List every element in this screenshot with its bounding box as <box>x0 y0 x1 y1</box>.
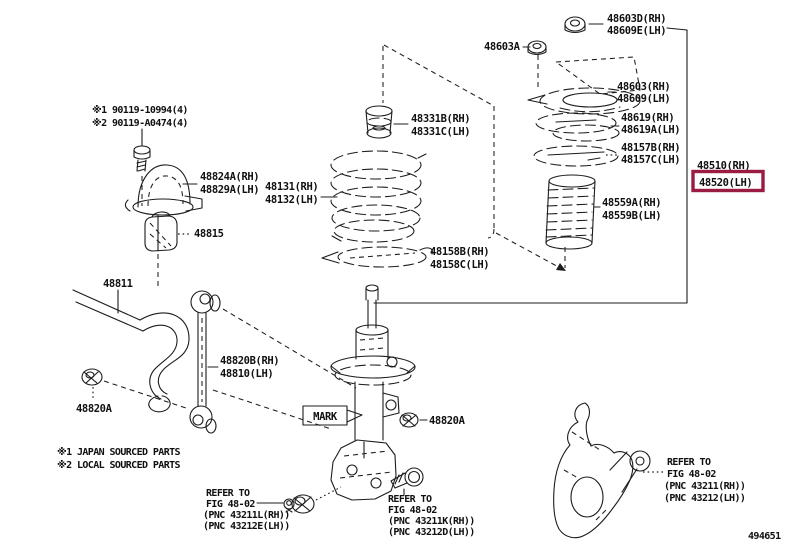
part-label-48131[interactable]: 48131(RH) <box>265 181 319 193</box>
bracket-bolt-drawing <box>133 128 151 206</box>
support-nut-drawing <box>564 16 586 34</box>
part-label-48510[interactable]: 48510(RH) <box>697 160 751 172</box>
part-label-48619[interactable]: 48619(RH) <box>621 112 675 124</box>
lower-insulator-drawing <box>321 246 433 268</box>
bolt-spec-note-2: ※2 90119-A0474(4) <box>92 117 188 129</box>
refer-left-bolt-drawing <box>283 498 295 513</box>
dust-boot-drawing <box>545 174 596 250</box>
part-label-48520[interactable]: 48520(LH) <box>699 177 753 189</box>
part-label-48158c[interactable]: 48158C(LH) <box>430 259 490 271</box>
refer-left-line2: FIG 48-02 <box>206 499 255 510</box>
stabilizer-bush-drawing <box>144 211 178 290</box>
footnote-local-sourced: ※2 LOCAL SOURCED PARTS <box>57 459 181 471</box>
part-label-48609[interactable]: 48609(LH) <box>617 93 671 105</box>
link-lower-assembly-dash <box>212 389 332 430</box>
refer-left-line1: REFER TO <box>206 488 250 499</box>
coil-spring-drawing <box>330 150 427 243</box>
strut-drawing <box>330 284 416 501</box>
bumper-drawing <box>365 105 393 139</box>
knuckle-drawing <box>553 402 651 539</box>
part-label-48820b[interactable]: 48820B(RH) <box>220 355 280 367</box>
part-label-48810[interactable]: 48810(LH) <box>220 368 274 380</box>
part-label-48603a[interactable]: 48603A <box>484 41 521 53</box>
refer-right-line2: FIG 48-02 <box>667 469 716 480</box>
refer-right-line1: REFER TO <box>667 457 711 468</box>
stabilizer-link-drawing <box>189 290 221 434</box>
nut-assembly-dash <box>103 380 190 410</box>
refer-right-line3: (PNC 43211(RH)) <box>664 481 745 492</box>
refer-center-line3: (PNC 43211K(RH)) <box>388 516 475 527</box>
part-label-48820a-left[interactable]: 48820A <box>76 403 113 415</box>
bearing-drawing <box>535 112 620 142</box>
link-nut-mid-drawing <box>399 412 419 428</box>
part-label-48331c[interactable]: 48331C(LH) <box>411 126 471 138</box>
part-label-48559b[interactable]: 48559B(LH) <box>602 210 662 222</box>
highlight-box-48520 <box>691 169 765 193</box>
stabilizer-bar-drawing <box>72 289 190 413</box>
refer-left-line3: (PNC 43211L(RH)) <box>203 510 290 521</box>
link-nut-left-drawing <box>81 368 103 386</box>
part-label-48157c[interactable]: 48157C(LH) <box>621 154 681 166</box>
refer-center-line1: REFER TO <box>388 494 432 505</box>
part-label-48811[interactable]: 48811 <box>103 278 133 290</box>
footnote-japan-sourced: ※1 JAPAN SOURCED PARTS <box>57 446 181 458</box>
part-label-48132[interactable]: 48132(LH) <box>265 194 319 206</box>
part-label-48829a[interactable]: 48829A(LH) <box>200 184 260 196</box>
mark-tag: MARK <box>302 405 363 426</box>
part-label-48824a[interactable]: 48824A(RH) <box>200 171 260 183</box>
part-label-48157b[interactable]: 48157B(RH) <box>621 142 681 154</box>
part-label-48609e[interactable]: 48609E(LH) <box>607 25 667 37</box>
refer-right-line4: (PNC 43212(LH)) <box>664 493 745 504</box>
part-label-48331b[interactable]: 48331B(RH) <box>411 113 471 125</box>
part-label-48815[interactable]: 48815 <box>194 228 224 240</box>
figure-number: 494651 <box>748 531 781 542</box>
part-label-48619a[interactable]: 48619A(LH) <box>621 124 681 136</box>
part-label-48603[interactable]: 48603(RH) <box>617 81 671 93</box>
nut-48603a-drawing <box>527 40 547 91</box>
refer-left-line4: (PNC 43212E(LH)) <box>203 521 290 532</box>
assembly-bracket-lines <box>373 27 688 304</box>
leader-lower-nut <box>315 486 342 501</box>
mark-tag-label: MARK <box>313 411 338 423</box>
part-label-48603d[interactable]: 48603D(RH) <box>607 13 667 25</box>
centerlines <box>382 44 566 271</box>
stabilizer-bracket-drawing <box>124 164 203 216</box>
part-label-48559a[interactable]: 48559A(RH) <box>602 197 662 209</box>
part-label-48820a-mid[interactable]: 48820A <box>429 415 466 427</box>
link-upper-assembly-dash <box>222 308 357 389</box>
upper-insulator-drawing <box>533 145 619 167</box>
refer-center-line2: FIG 48-02 <box>388 505 437 516</box>
bolt-spec-note-1: ※1 90119-10994(4) <box>92 104 188 116</box>
refer-center-line4: (PNC 43212D(LH)) <box>388 527 475 538</box>
lower-nut-drawing <box>291 494 315 514</box>
lower-bolt-drawing <box>390 467 424 496</box>
assembly-arrowhead <box>556 263 566 271</box>
part-label-48158b[interactable]: 48158B(RH) <box>430 246 490 258</box>
